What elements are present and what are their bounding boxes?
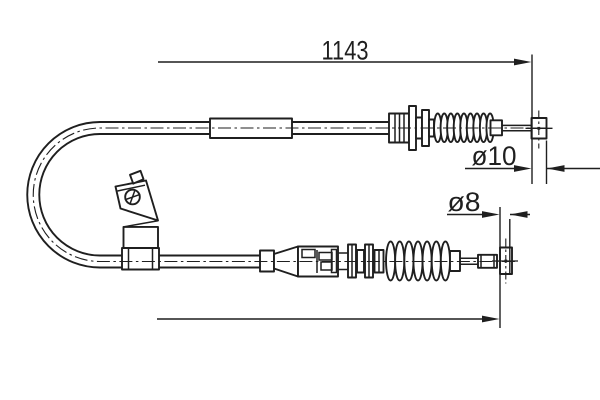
dimension-upper-diameter: ø10 <box>465 140 600 184</box>
bolt-hole-marker-icon <box>124 188 141 206</box>
lower-cable-fittings <box>259 238 518 284</box>
total-length-label: 1143 <box>322 36 369 66</box>
bracket-tab <box>129 169 145 185</box>
upper-end-fitting <box>525 110 553 149</box>
lower-cable-rod <box>460 257 478 265</box>
dimension-arrow <box>514 58 532 66</box>
bracket-box <box>122 225 159 250</box>
cable-clamp <box>121 247 160 271</box>
mounting-bracket <box>114 169 160 271</box>
dimension-arrow <box>547 165 565 172</box>
cable-outer-edge <box>26 121 390 269</box>
dimension-lower-diameter: ø8 <box>447 187 530 275</box>
upper-diameter-label: ø10 <box>472 141 517 171</box>
dimension-arrow <box>510 211 528 218</box>
bracket-fold-line <box>123 219 159 228</box>
cable-outline <box>26 121 390 269</box>
bracket-plate-edge <box>117 184 146 192</box>
dimension-arrow <box>482 211 500 218</box>
dimension-arrow <box>482 315 500 323</box>
dimension-arrow <box>514 165 532 172</box>
upper-cable-rod <box>502 124 532 132</box>
cable-inner-edge <box>38 133 390 257</box>
dimension-lower-length <box>157 207 501 328</box>
dimension-total-length: 1143 <box>158 36 533 184</box>
connector-tube <box>338 252 348 271</box>
lower-diameter-label: ø8 <box>448 187 481 217</box>
cable-centerline <box>32 127 546 263</box>
